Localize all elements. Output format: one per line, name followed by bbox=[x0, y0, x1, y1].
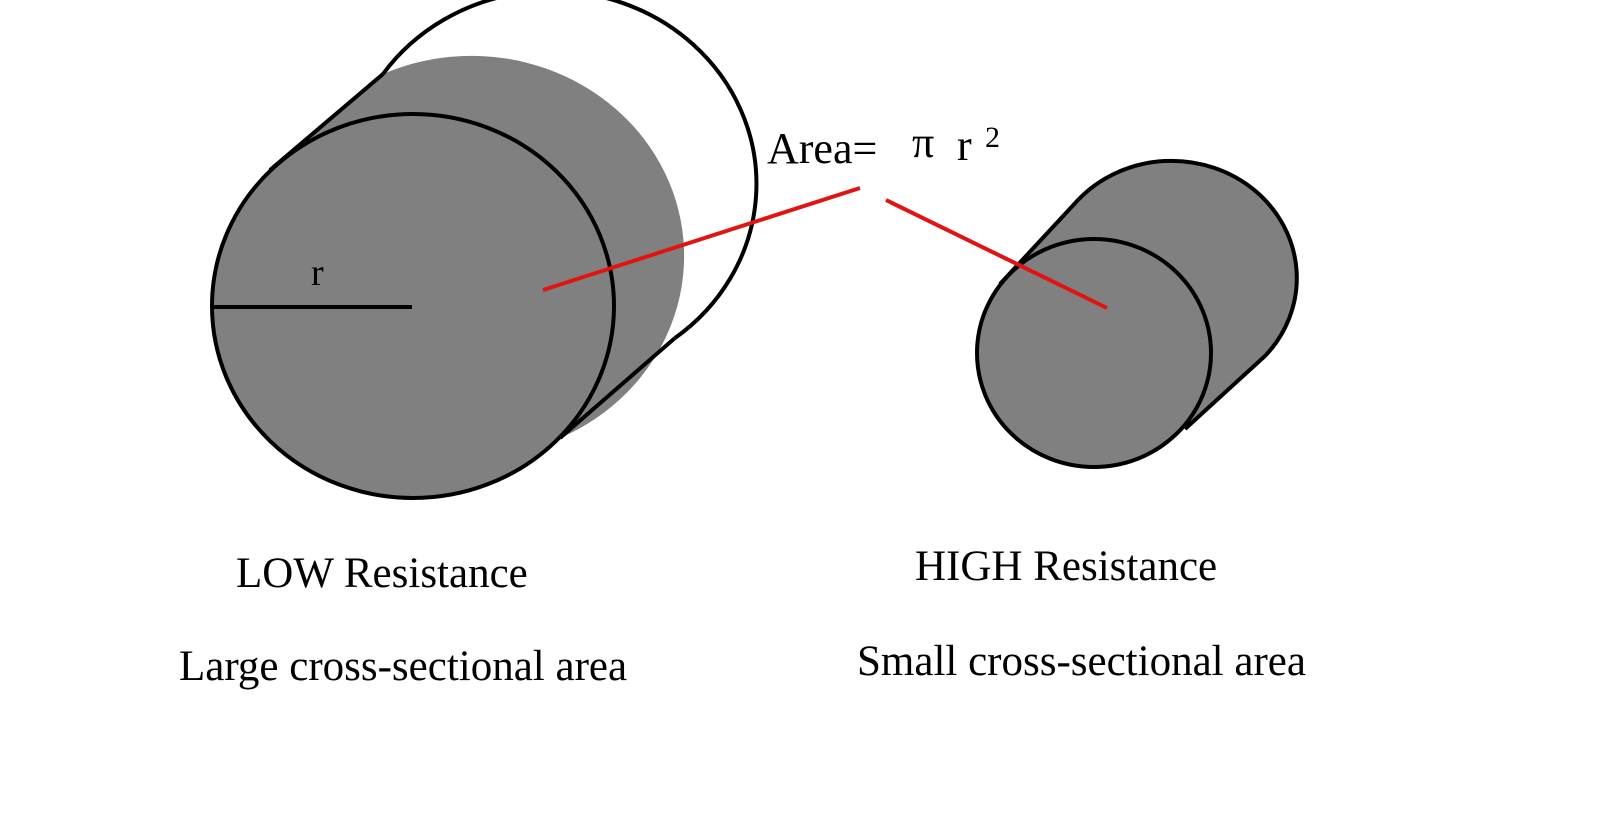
small-cylinder bbox=[975, 158, 1299, 469]
formula-exponent: 2 bbox=[985, 121, 1000, 154]
formula-pi: π bbox=[912, 118, 934, 167]
large-cylinder-back-arc bbox=[381, 0, 759, 340]
right-title: HIGH Resistance bbox=[915, 543, 1217, 590]
pointer-line-right bbox=[885, 198, 1108, 310]
large-cylinder-bottom-edge bbox=[558, 336, 677, 440]
small-cylinder-front-face bbox=[975, 237, 1213, 469]
small-cylinder-back-arc bbox=[1076, 158, 1299, 358]
left-title: LOW Resistance bbox=[236, 550, 528, 597]
small-cylinder-bottom-edge bbox=[1183, 354, 1267, 431]
pointer-line-left bbox=[542, 186, 861, 292]
large-cylinder: r bbox=[210, 0, 759, 500]
formula-r: r bbox=[957, 121, 972, 170]
area-formula: Area= π r 2 bbox=[767, 118, 1000, 173]
left-subtitle: Large cross-sectional area bbox=[179, 643, 627, 690]
formula-prefix: Area= bbox=[767, 124, 877, 173]
right-subtitle: Small cross-sectional area bbox=[857, 638, 1306, 685]
radius-label: r bbox=[311, 252, 324, 294]
